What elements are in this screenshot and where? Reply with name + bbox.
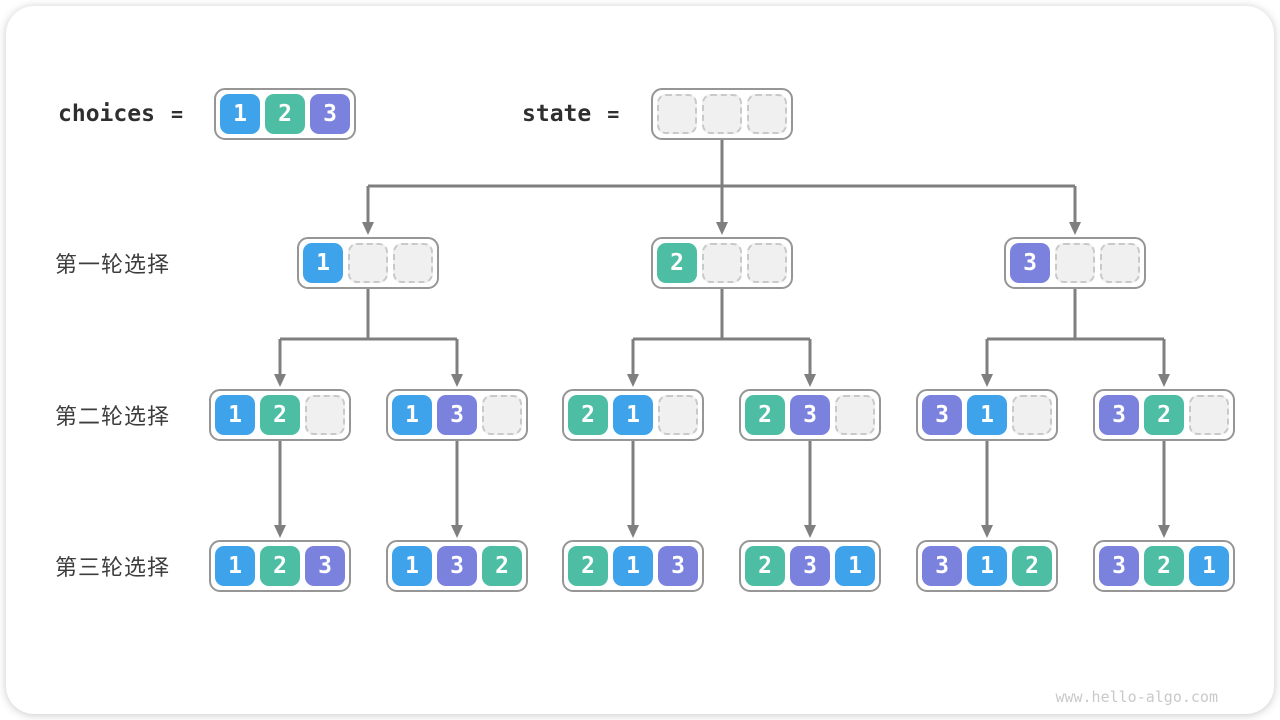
choices-box: 1 2 3 <box>214 88 356 140</box>
node-cell: 3 <box>1099 395 1139 435</box>
node-cell: 3 <box>1099 546 1139 586</box>
choices-cell: 2 <box>265 94 305 134</box>
node-cell <box>1189 395 1229 435</box>
node-cell: 3 <box>437 546 477 586</box>
level2-node: 1 3 <box>386 389 528 441</box>
level3-node: 1 2 3 <box>209 540 351 592</box>
choices-cell: 3 <box>310 94 350 134</box>
level1-node: 3 <box>1004 237 1146 289</box>
level2-node: 1 2 <box>209 389 351 441</box>
node-cell <box>393 243 433 283</box>
round-1-label: 第一轮选择 <box>55 253 171 278</box>
node-cell <box>747 243 787 283</box>
node-cell: 2 <box>745 395 785 435</box>
node-cell <box>1100 243 1140 283</box>
level3-node: 2 3 1 <box>739 540 881 592</box>
node-cell <box>348 243 388 283</box>
node-cell: 3 <box>658 546 698 586</box>
node-cell: 3 <box>922 546 962 586</box>
node-cell <box>1012 395 1052 435</box>
node-cell: 3 <box>437 395 477 435</box>
node-cell: 2 <box>260 546 300 586</box>
state-equals: = <box>607 102 620 126</box>
node-cell: 1 <box>835 546 875 586</box>
state-cell <box>702 94 742 134</box>
level2-node: 2 1 <box>562 389 704 441</box>
node-cell <box>305 395 345 435</box>
node-cell <box>835 395 875 435</box>
choices-legend: choices = <box>58 88 183 140</box>
node-cell: 3 <box>1010 243 1050 283</box>
node-cell: 2 <box>482 546 522 586</box>
node-cell: 1 <box>215 395 255 435</box>
state-label: state <box>522 101 592 127</box>
level1-node: 2 <box>651 237 793 289</box>
node-cell <box>658 395 698 435</box>
node-cell <box>482 395 522 435</box>
choices-label: choices <box>58 101 155 127</box>
choices-cell: 1 <box>220 94 260 134</box>
node-cell: 2 <box>1144 395 1184 435</box>
level2-node: 3 2 <box>1093 389 1235 441</box>
state-cell <box>747 94 787 134</box>
node-cell: 2 <box>260 395 300 435</box>
level2-node: 3 1 <box>916 389 1058 441</box>
node-cell: 1 <box>392 395 432 435</box>
node-cell: 2 <box>1144 546 1184 586</box>
node-cell: 1 <box>303 243 343 283</box>
diagram-card <box>6 6 1274 714</box>
level3-node: 2 1 3 <box>562 540 704 592</box>
node-cell: 2 <box>568 395 608 435</box>
node-cell: 1 <box>613 395 653 435</box>
state-legend: state = <box>522 88 619 140</box>
choices-equals: = <box>170 102 183 126</box>
node-cell: 2 <box>657 243 697 283</box>
round-3-label: 第三轮选择 <box>55 556 171 581</box>
level3-node: 3 1 2 <box>916 540 1058 592</box>
node-cell: 1 <box>967 546 1007 586</box>
node-cell <box>702 243 742 283</box>
level3-node: 3 2 1 <box>1093 540 1235 592</box>
node-cell: 3 <box>790 546 830 586</box>
node-cell <box>1055 243 1095 283</box>
node-cell: 2 <box>568 546 608 586</box>
node-cell: 2 <box>745 546 785 586</box>
node-cell: 1 <box>613 546 653 586</box>
node-cell: 3 <box>790 395 830 435</box>
site-watermark: www.hello-algo.com <box>1055 688 1218 706</box>
node-cell: 3 <box>922 395 962 435</box>
level1-node: 1 <box>297 237 439 289</box>
node-cell: 1 <box>967 395 1007 435</box>
node-cell: 1 <box>215 546 255 586</box>
level2-node: 2 3 <box>739 389 881 441</box>
node-cell: 2 <box>1012 546 1052 586</box>
level3-node: 1 3 2 <box>386 540 528 592</box>
node-cell: 1 <box>1189 546 1229 586</box>
node-cell: 1 <box>392 546 432 586</box>
state-cell <box>657 94 697 134</box>
round-2-label: 第二轮选择 <box>55 405 171 430</box>
state-box <box>651 88 793 140</box>
node-cell: 3 <box>305 546 345 586</box>
